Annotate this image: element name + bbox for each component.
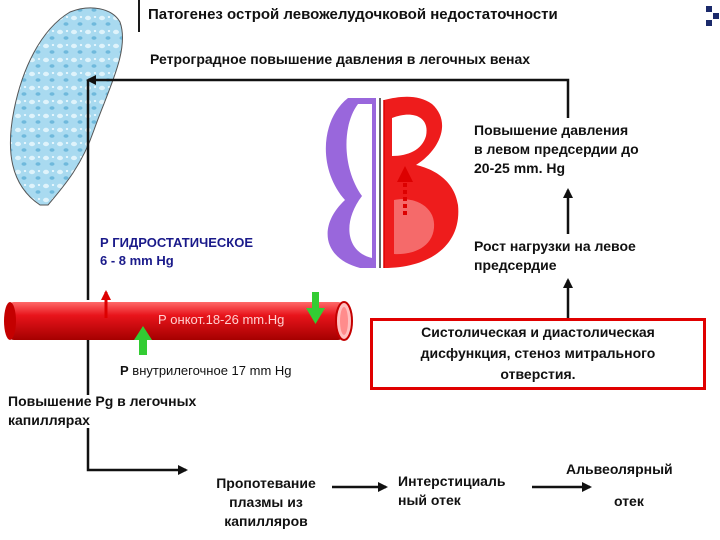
- intrapulmonary-label: Р внутрилегочное 17 mm Hg: [120, 363, 292, 378]
- page-title: Патогенез острой левожелудочковой недост…: [148, 6, 558, 23]
- intrapulmonary-arrow: [134, 326, 152, 355]
- interstitial-label: Интерстициаль ный отек: [398, 473, 506, 508]
- arrow-capillary-to-plasma: [86, 428, 188, 475]
- alveolar-label-2: отек: [614, 493, 644, 509]
- hydrostatic-label: Р ГИДРОСТАТИЧЕСКОЕ 6 - 8 mm Hg: [100, 235, 253, 268]
- dysfunction-box: [370, 318, 706, 390]
- blood-vessel: [4, 301, 353, 341]
- atrium-pressure-label: Повышение давления в левом предсердии до…: [474, 122, 639, 176]
- alveolar-label: Альвеолярный: [566, 461, 673, 477]
- dysfunction-label: Систолическая и диастолическая дисфункци…: [420, 324, 656, 382]
- lung-shape: [9, 7, 124, 206]
- retrograde-line: [86, 75, 570, 118]
- retrograde-label: Ретроградное повышение давления в легочн…: [150, 51, 531, 67]
- title-bar: [138, 0, 720, 32]
- load-growth-label: Рост нагрузки на левое предсердие: [474, 238, 636, 273]
- corner-decoration: [700, 4, 720, 30]
- capillary-pressure-label: Повышение Рg в легочных капиллярах: [8, 393, 197, 428]
- oncotic-arrow: [306, 292, 325, 324]
- plasma-label: Пропотевание плазмы из капилляров: [216, 475, 316, 529]
- heart-illustration: [325, 96, 459, 268]
- oncotic-label: Р онкот.18-26 mm.Hg: [158, 312, 285, 327]
